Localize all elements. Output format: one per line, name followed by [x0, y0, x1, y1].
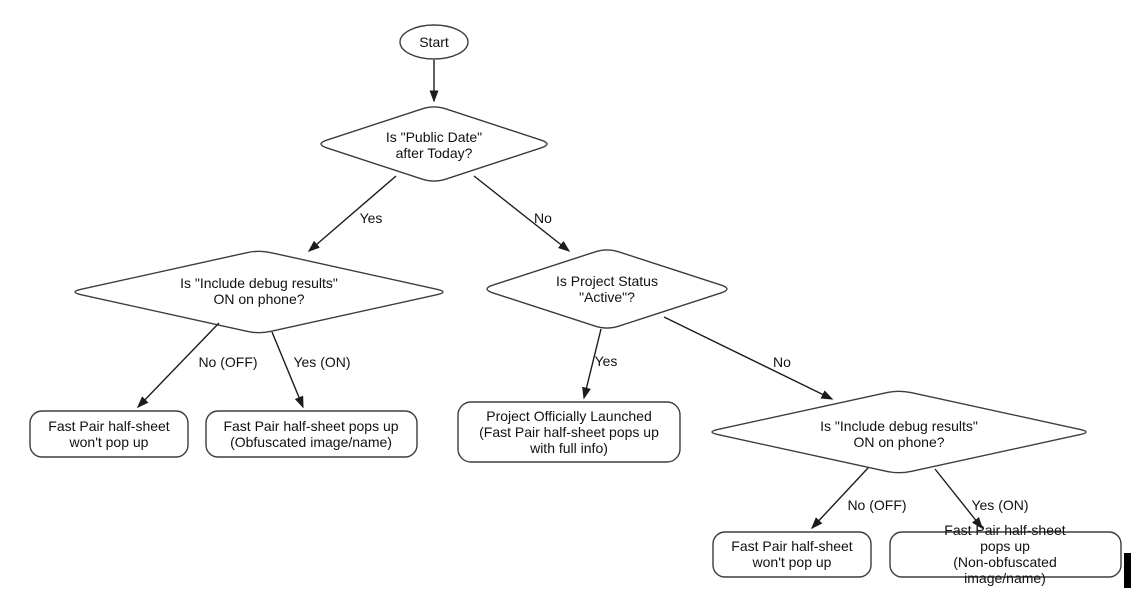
edge-label-debug-left-no: No (OFF)	[198, 354, 258, 370]
edge-label-debug-right-no: No (OFF)	[847, 497, 907, 513]
decision-debug-left-shape	[74, 250, 444, 334]
edge-label-public-date-yes: Yes	[359, 210, 383, 226]
result-wont-pop-left-shape	[29, 410, 189, 458]
edge-project-status-yes	[582, 328, 602, 400]
decision-debug-right-label: Is "Include debug results" ON on phone?	[820, 418, 978, 450]
edge-label-project-status-no: No	[773, 354, 791, 370]
edge-label-debug-right-yes: Yes (ON)	[971, 497, 1029, 513]
edge-debug-left-no	[136, 322, 220, 409]
edge-public-date-yes	[307, 175, 397, 252]
result-obfuscated-shape	[205, 410, 418, 458]
result-launched-label: Project Officially Launched (Fast Pair h…	[479, 408, 659, 456]
edge-debug-left-yes	[271, 331, 304, 409]
decision-project-status-shape	[486, 249, 728, 329]
edge-public-date-no	[473, 175, 571, 252]
edge-label-project-status-yes: Yes	[594, 353, 618, 369]
decision-public-date-shape	[320, 106, 548, 182]
decision-public-date-label: Is "Public Date" after Today?	[385, 129, 483, 161]
decision-debug-right-shape	[711, 390, 1087, 474]
result-obfuscated-label: Fast Pair half-sheet pops up (Obfuscated…	[223, 418, 399, 450]
result-non-obfuscated-label: Fast Pair half-sheet pops up (Non-obfusc…	[944, 522, 1066, 586]
edge-debug-right-yes	[934, 468, 983, 530]
decision-project-status-label: Is Project Status "Active"?	[556, 273, 658, 305]
result-launched-shape	[457, 401, 681, 463]
result-wont-pop-right-label: Fast Pair half-sheet won't pop up	[731, 538, 853, 570]
edge-label-debug-left-yes: Yes (ON)	[293, 354, 351, 370]
text-cursor	[1124, 553, 1131, 588]
result-wont-pop-left-label: Fast Pair half-sheet won't pop up	[48, 418, 170, 450]
edge-project-status-no	[663, 316, 834, 400]
edge-debug-right-no	[810, 467, 869, 530]
edge-label-public-date-no: No	[534, 210, 552, 226]
result-wont-pop-right-shape	[712, 531, 872, 578]
decision-debug-left-label: Is "Include debug results" ON on phone?	[180, 275, 338, 307]
start-label: Start	[419, 34, 449, 50]
start-terminator-shape	[399, 24, 469, 60]
result-non-obfuscated-shape	[889, 531, 1122, 578]
